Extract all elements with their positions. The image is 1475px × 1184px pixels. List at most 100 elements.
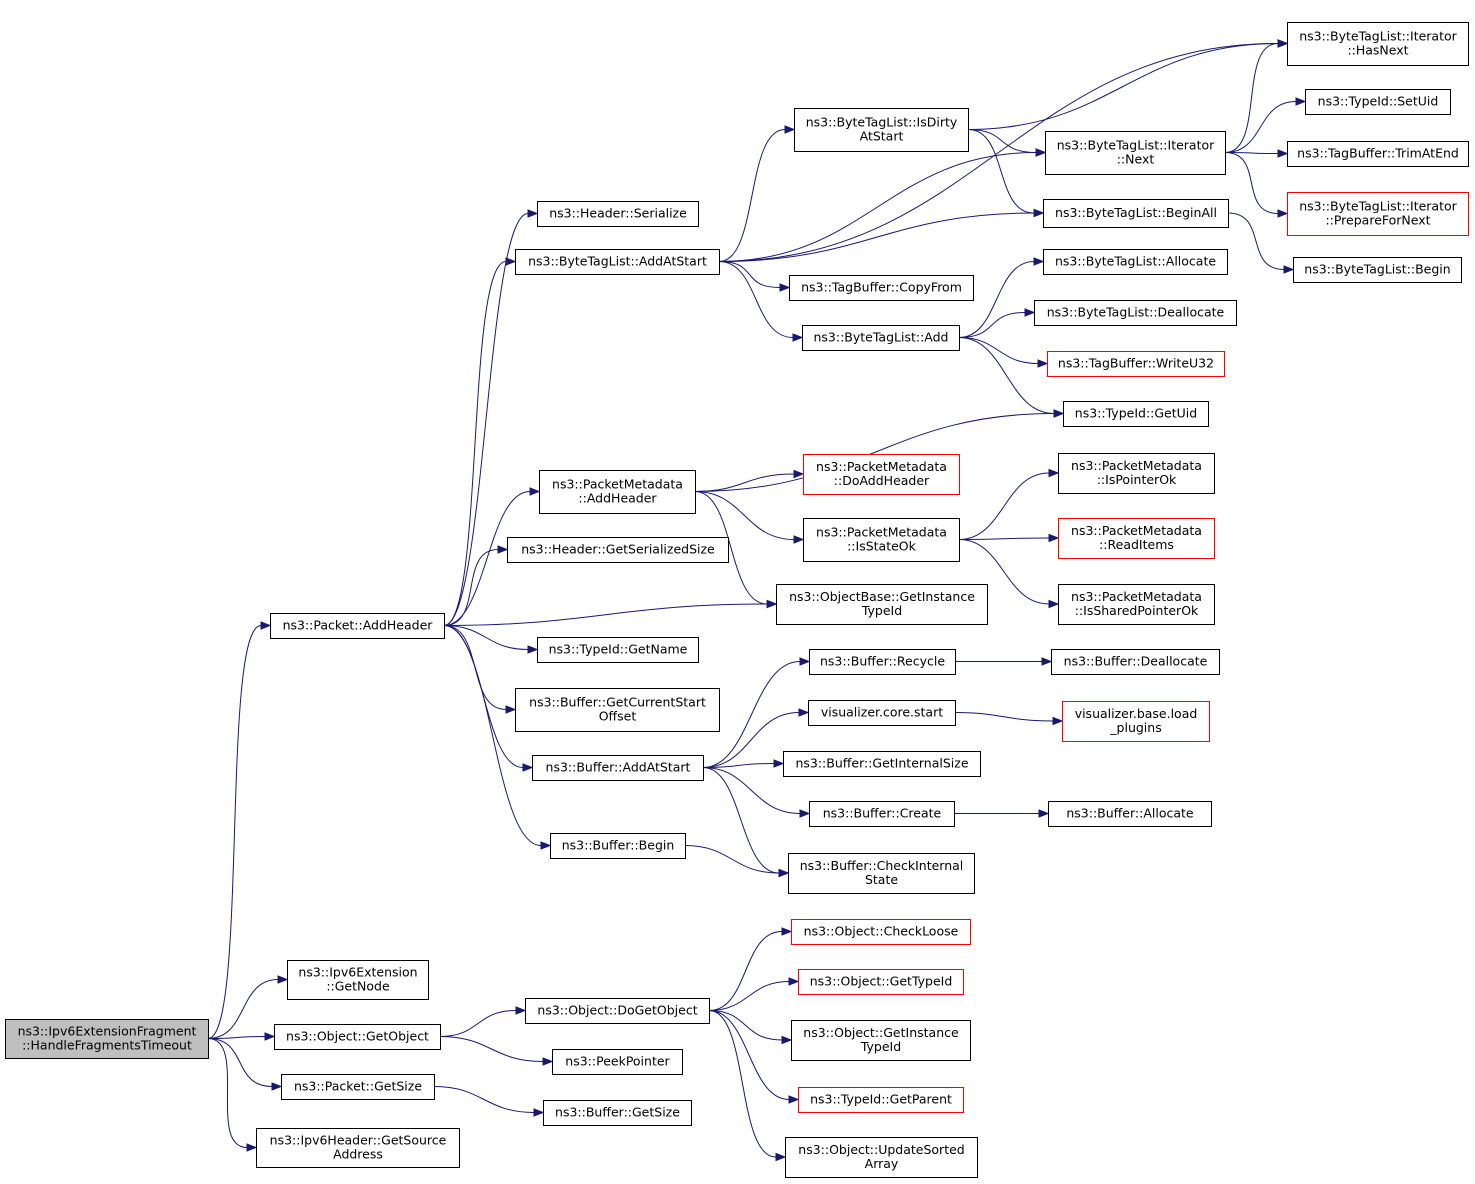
- node-tid-getuid[interactable]: ns3::TypeId::GetUid: [1063, 401, 1209, 427]
- arrowhead-icon: [1035, 148, 1047, 157]
- node-btli-prepare[interactable]: ns3::ByteTagList::Iterator::PrepareForNe…: [1287, 192, 1469, 236]
- arrowhead-icon: [779, 283, 791, 292]
- node-label-line: ns3::PacketMetadata: [1071, 458, 1202, 473]
- edge-line: [708, 1010, 790, 1100]
- node-pm-doaddheader[interactable]: ns3::PacketMetadata::DoAddHeader: [803, 454, 960, 495]
- node-vis-base-load[interactable]: visualizer.base.load_plugins: [1062, 701, 1210, 742]
- node-label-line: ns3::ObjectBase::GetInstance: [789, 589, 975, 604]
- node-box: [1045, 131, 1226, 175]
- edge-btl_addatstart-to-tb_copyfrom: [718, 261, 791, 292]
- node-label-line: ns3::Object::DoGetObject: [537, 1003, 697, 1018]
- node-btl-deallocate[interactable]: ns3::ByteTagList::Deallocate: [1034, 300, 1237, 326]
- node-buf-begin[interactable]: ns3::Buffer::Begin: [550, 833, 686, 859]
- edge-btli_next-to-btli_prepare: [1224, 152, 1289, 218]
- edge-line: [718, 261, 781, 288]
- node-obj-dogetobject[interactable]: ns3::Object::DoGetObject: [525, 998, 710, 1024]
- node-btli-hasnext[interactable]: ns3::ByteTagList::Iterator::HasNext: [1287, 22, 1469, 66]
- node-box: [270, 613, 445, 639]
- arrowhead-icon: [1048, 533, 1060, 543]
- edge-line: [443, 491, 531, 626]
- node-box: [1034, 300, 1237, 326]
- node-tid-setuid[interactable]: ns3::TypeId::SetUid: [1305, 89, 1451, 115]
- node-vis-core-start[interactable]: visualizer.core.start: [808, 700, 956, 726]
- edge-line: [967, 43, 1279, 130]
- arrowhead-icon: [1295, 97, 1307, 106]
- node-box: [515, 688, 720, 732]
- node-tid-getname[interactable]: ns3::TypeId::GetName: [537, 637, 699, 663]
- node-obj-gettypeid[interactable]: ns3::Object::GetTypeId: [798, 969, 964, 995]
- node-pm-addheader[interactable]: ns3::PacketMetadata::AddHeader: [539, 470, 696, 514]
- edges-layer: [207, 39, 1307, 1162]
- arrowhead-icon: [527, 645, 539, 654]
- node-pm-isstateok[interactable]: ns3::PacketMetadata::IsStateOk: [803, 518, 960, 562]
- edge-pkt_addheader-to-hdr_serialize: [443, 209, 539, 626]
- node-btl-allocate[interactable]: ns3::ByteTagList::Allocate: [1043, 249, 1228, 275]
- arrowhead-icon: [515, 1006, 527, 1015]
- node-label-line: ns3::Object::GetTypeId: [810, 974, 953, 989]
- node-hdr-getsersize[interactable]: ns3::Header::GetSerializedSize: [507, 537, 729, 563]
- edge-line: [694, 491, 795, 540]
- edge-line: [439, 1036, 544, 1062]
- node-peekpointer[interactable]: ns3::PeekPointer: [552, 1049, 683, 1075]
- arrowhead-icon: [1283, 265, 1295, 274]
- node-ipv6ext-getnode[interactable]: ns3::Ipv6Extension::GetNode: [287, 960, 429, 1000]
- node-buf-getinternalsize[interactable]: ns3::Buffer::GetInternalSize: [783, 751, 981, 777]
- node-tb-writeu32[interactable]: ns3::TagBuffer::WriteU32: [1047, 351, 1225, 377]
- node-buf-allocate[interactable]: ns3::Buffer::Allocate: [1048, 801, 1212, 827]
- arrowhead-icon: [522, 763, 534, 772]
- edge-buf_addatstart-to-buf_getinternalsize: [702, 759, 785, 768]
- edge-line: [718, 261, 794, 338]
- node-tb-trimatend[interactable]: ns3::TagBuffer::TrimAtEnd: [1287, 141, 1469, 167]
- node-label-line: ::IsStateOk: [847, 539, 917, 554]
- node-box: [1058, 453, 1215, 494]
- node-box: [256, 1128, 460, 1168]
- node-hdr-serialize[interactable]: ns3::Header::Serialize: [537, 201, 699, 227]
- node-label-line: Address: [333, 1147, 383, 1162]
- node-btli-next[interactable]: ns3::ByteTagList::Iterator::Next: [1045, 131, 1226, 175]
- edge-buf_addatstart-to-buf_recycle: [702, 657, 811, 768]
- node-buf-recycle[interactable]: ns3::Buffer::Recycle: [809, 649, 956, 675]
- node-box: [281, 1074, 435, 1100]
- node-box: [789, 275, 974, 301]
- node-buf-getsize[interactable]: ns3::Buffer::GetSize: [543, 1100, 692, 1126]
- edge-line: [443, 549, 499, 626]
- edge-line: [718, 43, 1279, 262]
- node-buf-create[interactable]: ns3::Buffer::Create: [809, 801, 955, 827]
- node-pm-issharedptrok[interactable]: ns3::PacketMetadata::IsSharedPointerOk: [1058, 584, 1215, 625]
- node-btl-beginall[interactable]: ns3::ByteTagList::BeginAll: [1043, 199, 1229, 228]
- node-label-line: ns3::ByteTagList::Deallocate: [1047, 305, 1225, 320]
- node-btl-begin[interactable]: ns3::ByteTagList::Begin: [1293, 257, 1462, 283]
- node-label-line: ns3::Packet::GetSize: [294, 1079, 422, 1094]
- node-root[interactable]: ns3::Ipv6ExtensionFragment::HandleFragme…: [5, 1019, 209, 1059]
- edge-line: [207, 1038, 273, 1087]
- arrowhead-icon: [1048, 599, 1060, 609]
- node-pm-ispointerok[interactable]: ns3::PacketMetadata::IsPointerOk: [1058, 453, 1215, 494]
- node-label-line: ::HandleFragmentsTimeout: [22, 1038, 192, 1053]
- node-btl-addatstart[interactable]: ns3::ByteTagList::AddAtStart: [515, 249, 720, 275]
- node-tb-copyfrom[interactable]: ns3::TagBuffer::CopyFrom: [789, 275, 974, 301]
- node-buf-addatstart[interactable]: ns3::Buffer::AddAtStart: [532, 755, 704, 781]
- node-pm-readitems[interactable]: ns3::PacketMetadata::ReadItems: [1058, 518, 1215, 559]
- node-buf-deallocate[interactable]: ns3::Buffer::Deallocate: [1051, 649, 1220, 675]
- node-obj-getobject[interactable]: ns3::Object::GetObject: [274, 1024, 441, 1050]
- node-box: [794, 108, 969, 152]
- arrowhead-icon: [775, 1152, 787, 1162]
- arrowhead-icon: [505, 705, 517, 714]
- node-pkt-addheader[interactable]: ns3::Packet::AddHeader: [270, 613, 445, 639]
- node-pkt-getsize[interactable]: ns3::Packet::GetSize: [281, 1074, 435, 1100]
- node-btl-add[interactable]: ns3::ByteTagList::Add: [802, 325, 960, 351]
- edge-btl_beginall-to-btl_begin: [1227, 212, 1295, 274]
- edge-btl_isdirty-to-btli_next: [967, 129, 1047, 157]
- node-box: [1051, 649, 1220, 675]
- node-tid-getparent[interactable]: ns3::TypeId::GetParent: [798, 1087, 964, 1113]
- node-label-line: ns3::Buffer::Allocate: [1066, 806, 1194, 821]
- arrowhead-icon: [773, 759, 785, 768]
- node-obj-checkloose[interactable]: ns3::Object::CheckLoose: [791, 919, 971, 945]
